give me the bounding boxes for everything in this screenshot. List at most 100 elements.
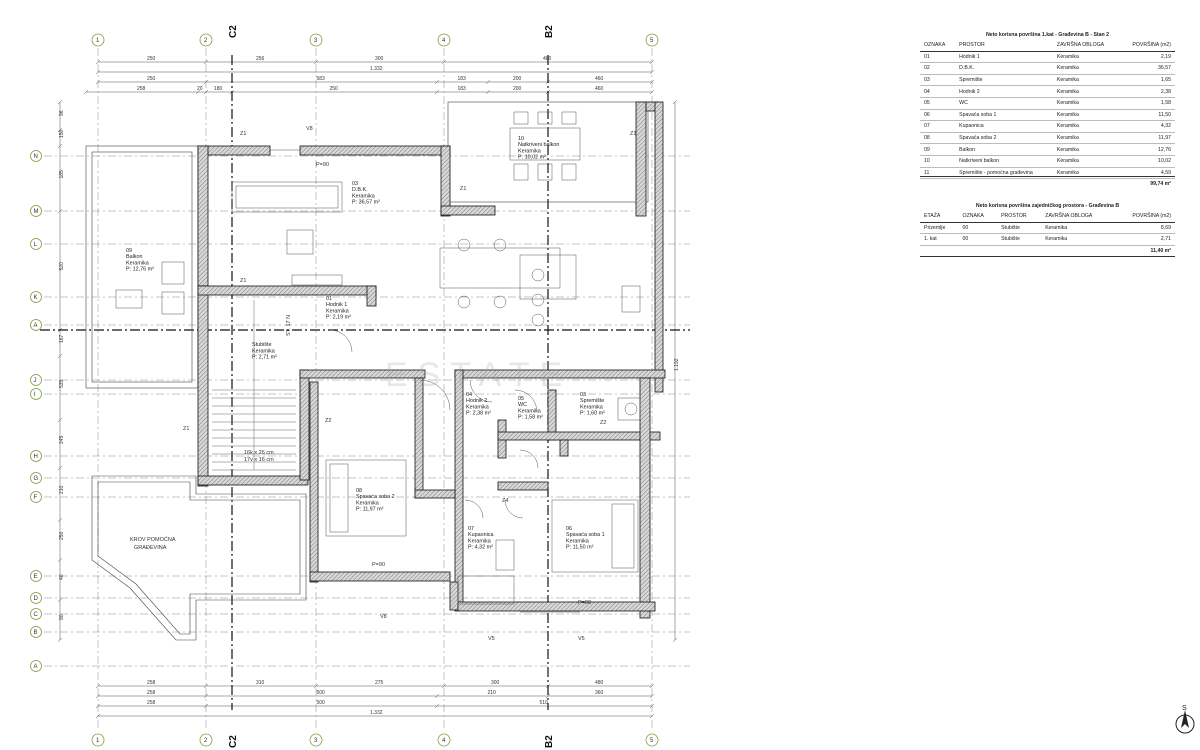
room-label-finish: Keramika (518, 148, 541, 154)
stair-label: ST. 17 N (286, 315, 292, 336)
col-header: ZAVRŠNA OBLOGA (1052, 40, 1120, 52)
dimension-text: 250 (330, 86, 339, 92)
table-cell: 2,19 (1119, 51, 1175, 64)
room-label-name: Stubište (252, 342, 271, 348)
dimension-text: 1.332 (370, 66, 383, 72)
room-label-finish: Keramika (352, 193, 375, 199)
dimension-text: 183 (458, 76, 467, 82)
dimension-text: 210 (59, 485, 65, 494)
dimension-text: 300 (491, 680, 500, 686)
stair-spec-2: 17v x 16 cm (244, 457, 274, 463)
dimension-text: 480 (595, 680, 604, 686)
grid-bubble (30, 374, 42, 386)
window-tag-v8a: V8 (306, 126, 313, 132)
grid-col-label: 5 (650, 738, 654, 744)
table-cell: 09 (920, 143, 956, 156)
room-label-area: P: 11,97 m² (356, 507, 384, 513)
grid-bubble (437, 733, 451, 747)
grid-bubble (91, 733, 105, 747)
room-label-no: 08 (356, 488, 362, 494)
grid-bubble (30, 660, 42, 672)
grid-bubble (30, 450, 42, 462)
table-cell: 1,58 (1119, 97, 1175, 110)
room-label-no: 03 (580, 392, 586, 398)
grid-row-label: C (34, 612, 39, 618)
room-label-name: Spavaća soba 1 (566, 532, 605, 538)
table-cell: Keramika (1052, 62, 1120, 75)
grid-bubble (30, 626, 42, 638)
grid-col-label: 2 (204, 38, 208, 44)
table-cell: Spremište (955, 74, 1053, 87)
grid-bubble (30, 472, 42, 484)
zone-tag-z1c: Z1 (240, 131, 246, 137)
col-header: OZNAKA (920, 40, 956, 52)
area-table-common: Neto korisna površina zajedničkog prosto… (920, 201, 1175, 256)
zone-tag-z1a: Z1 (240, 278, 246, 284)
table-cell: 36,57 (1119, 62, 1175, 75)
col-header: OZNAKA (958, 211, 998, 223)
col-header: ETAŽA (920, 211, 959, 223)
table-cell: 00 (958, 222, 998, 235)
table-cell: Keramika (1052, 120, 1120, 133)
room-label-area: P: 1,58 m² (518, 415, 543, 421)
dimension-text: 167 (59, 334, 65, 343)
grid-bubble (309, 733, 323, 747)
north-arrow-icon: S (1175, 705, 1195, 734)
room-label-no: 06 (566, 526, 572, 532)
section-label: B2 (544, 735, 555, 748)
table-cell: 11,97 (1119, 132, 1175, 145)
room-label-name: Spavaća soba 2 (356, 494, 395, 500)
grid-bubble (30, 608, 42, 620)
room-label-area: P: 2,71 m² (252, 355, 277, 361)
dimension-text: 480 (543, 56, 552, 62)
table-cell: Keramika (1052, 51, 1120, 64)
room-label-area: P: 12,76 m² (126, 267, 154, 273)
dimension-text: 20 (197, 86, 203, 92)
dimension-text: 258 (147, 690, 156, 696)
parapet-label-a: P=90 (316, 162, 329, 168)
table-caption: Neto korisna površina 1.kat - Građevina … (985, 32, 1110, 38)
dimension-text: 40 (59, 574, 65, 580)
table-cell: 05 (920, 97, 956, 110)
room-label-name: Hodnik 2 (466, 398, 487, 404)
room-label-finish: Keramika (126, 260, 149, 266)
room-label-area: P: 1,60 m² (580, 411, 605, 417)
room-label-no: 04 (466, 392, 472, 398)
table-cell: 00 (958, 233, 998, 246)
misc-labels: KROV POMOĆNA GRAĐEVINA 16k x 26 cm 17v x… (130, 126, 636, 642)
col-header: POVRŠINA (m2) (1113, 211, 1175, 223)
dimension-text: 185 (59, 170, 65, 179)
room-label-no: 01 (326, 296, 332, 302)
grid-row-label: K (34, 295, 38, 301)
table-cell: 4,32 (1119, 120, 1175, 133)
table-cell: 03 (920, 74, 956, 87)
area-table-apartment: Neto korisna površina 1.kat - Građevina … (920, 30, 1175, 190)
room-label-finish: Keramika (252, 348, 275, 354)
grid-bubble (30, 570, 42, 582)
room-label-area: P: 11,50 m² (566, 545, 594, 551)
dimension-lines (57, 59, 678, 719)
room-label-area: P: 2,19 m² (326, 315, 351, 321)
room-label-name: Spremište (580, 398, 604, 404)
parapet-label-b: P=90 (372, 562, 385, 568)
grid-bubble (309, 33, 323, 47)
stair-treads (212, 300, 296, 471)
dimension-text: 500 (317, 700, 326, 706)
room-label-finish: Keramika (518, 408, 541, 414)
table-cell: Hodnik 1 (955, 51, 1053, 64)
grid-bubble (30, 592, 42, 604)
zone-tag-z4: Z4 (502, 498, 508, 504)
grid-col-label: 3 (314, 738, 318, 744)
table-cell: 2,38 (1119, 85, 1175, 98)
compass-letter: S (1182, 705, 1187, 712)
grid-col-label: 4 (442, 38, 446, 44)
